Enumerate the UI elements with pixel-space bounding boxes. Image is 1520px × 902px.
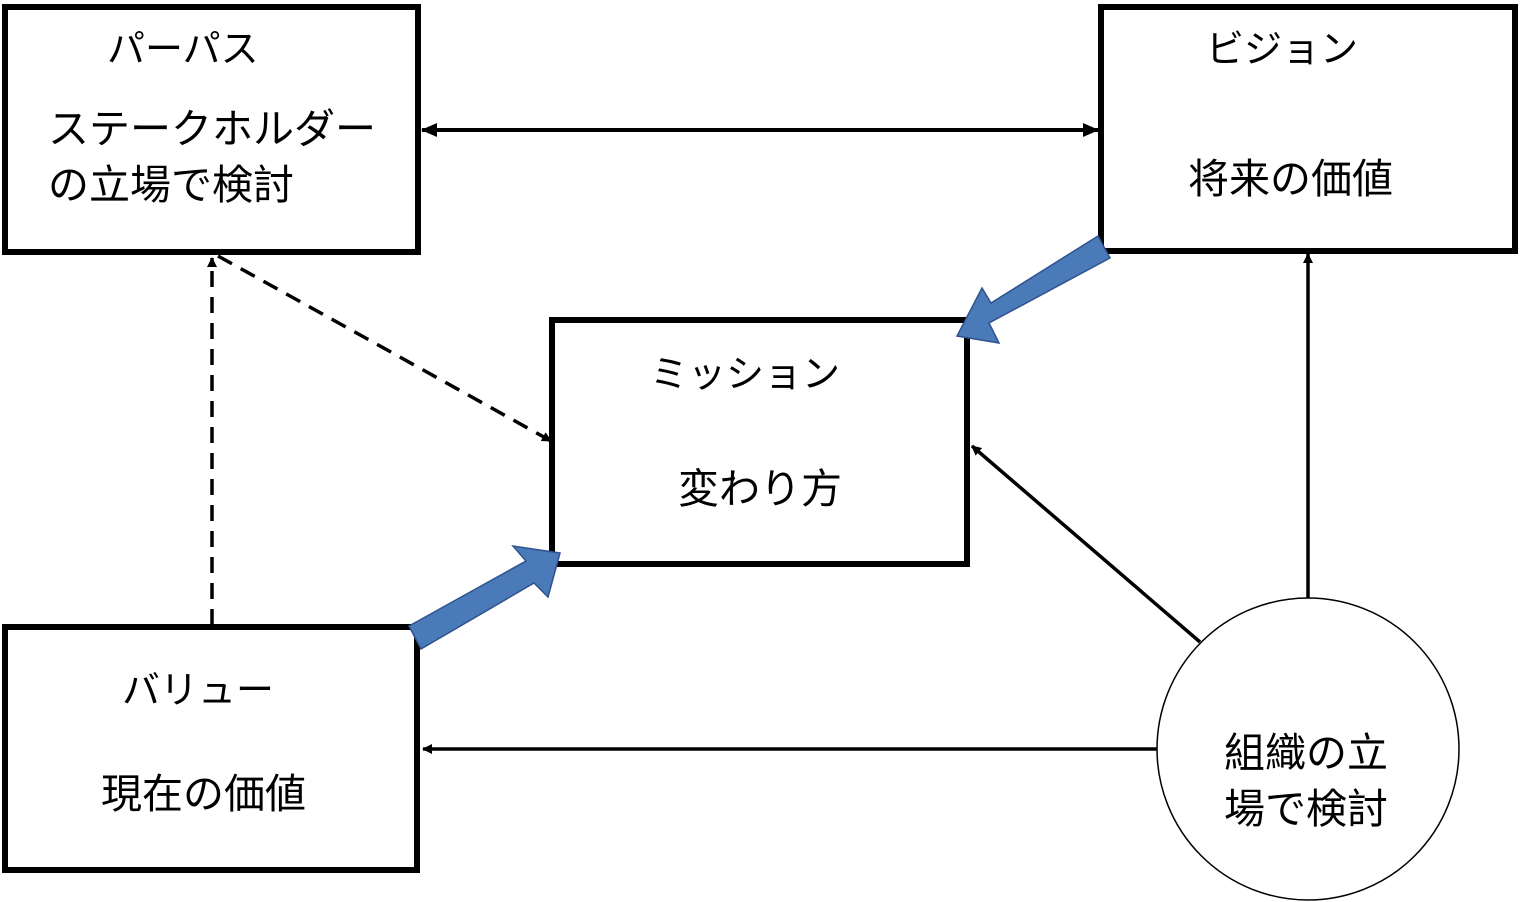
organization-line2: 場で検討: [1224, 785, 1388, 833]
vision-mission-block-arrow: [955, 234, 1112, 344]
mission-title: ミッション: [650, 352, 840, 396]
value-box: [2, 624, 420, 873]
purpose-line1: ステークホルダー: [48, 105, 376, 153]
purpose-title: パーパス: [107, 27, 259, 71]
organization-line1: 組織の立: [1224, 729, 1388, 777]
value-line1: 現在の価値: [101, 770, 306, 818]
organization-mission-arrow: [970, 444, 1202, 644]
purpose-line2: の立場で検討: [48, 161, 294, 209]
mission-box: [549, 317, 970, 567]
vision-title: ビジョン: [1206, 27, 1358, 71]
vision-line1: 将来の価値: [1188, 155, 1393, 203]
purpose-box: [2, 4, 421, 255]
mission-line1: 変わり方: [678, 465, 842, 513]
purpose-mission-dashed-arrow: [217, 254, 552, 443]
value-mission-block-arrow: [407, 544, 561, 651]
value-title: バリュー: [122, 668, 274, 712]
vision-box: [1098, 4, 1518, 254]
